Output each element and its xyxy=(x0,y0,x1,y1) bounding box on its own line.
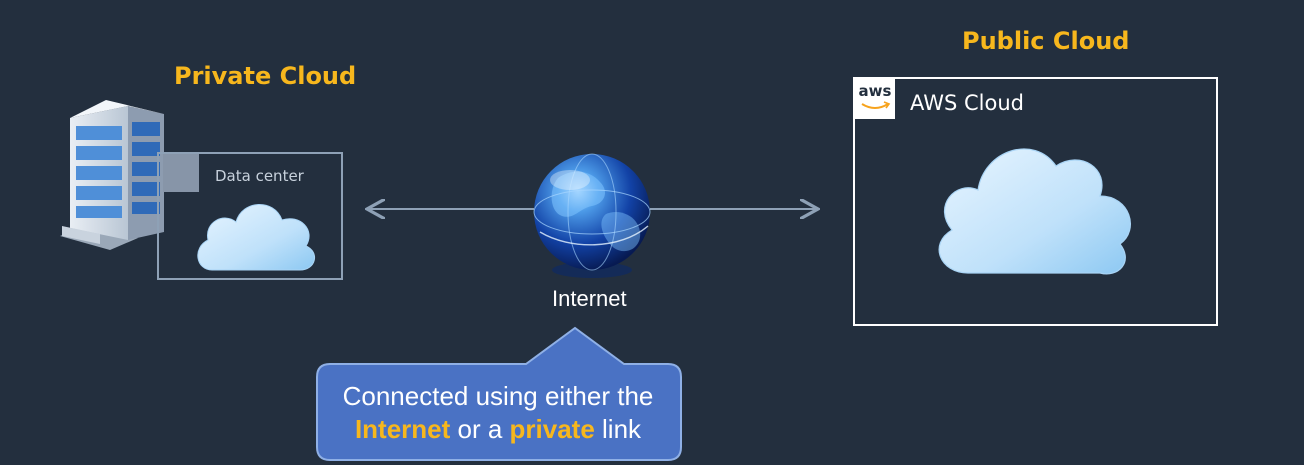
aws-cloud-label: AWS Cloud xyxy=(910,91,1024,115)
datacenter-icon-badge xyxy=(163,154,199,192)
globe-icon xyxy=(534,154,650,278)
private-cloud-title: Private Cloud xyxy=(174,62,356,90)
callout-text: Connected using either the Internet or a… xyxy=(316,380,680,446)
callout-line-2: Internet or a private link xyxy=(316,413,680,446)
office-building-icon xyxy=(60,100,164,250)
internet-label: Internet xyxy=(552,286,627,312)
callout-line-1: Connected using either the xyxy=(316,380,680,413)
callout-highlight-private: private xyxy=(510,414,595,444)
datacenter-label: Data center xyxy=(215,167,304,185)
aws-logo-text: aws xyxy=(858,82,892,100)
public-cloud-title: Public Cloud xyxy=(962,27,1129,55)
aws-cloud-group xyxy=(853,77,1218,326)
callout-highlight-internet: Internet xyxy=(355,414,450,444)
callout-end-text: link xyxy=(595,414,641,444)
callout-middle-text: or a xyxy=(450,414,509,444)
